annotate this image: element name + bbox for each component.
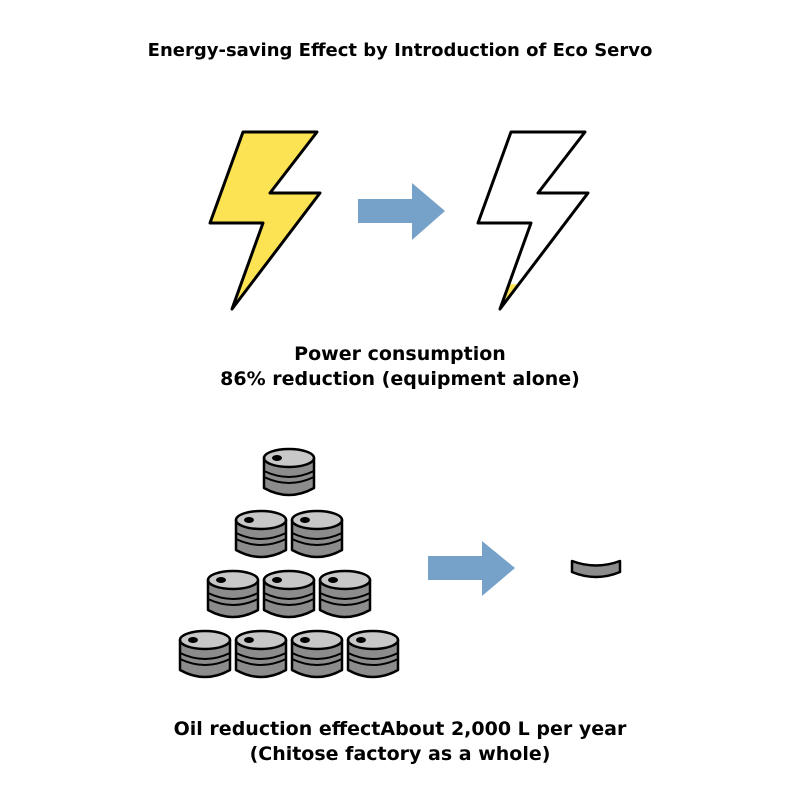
oil-barrels-before [178,447,400,679]
right-arrow-icon [428,541,515,596]
lightning-bolt-icon [208,130,322,311]
oil-caption: Oil reduction effectAbout 2,000 L per ye… [0,717,800,767]
oil-barrel-icon [262,569,316,619]
oil-barrel-icon [290,629,344,679]
power-caption-line1: Power consumption [294,343,506,365]
oil-barrel-icon [318,569,372,619]
power-caption: Power consumption 86% reduction (equipme… [0,342,800,392]
power-caption-line2: 86% reduction (equipment alone) [220,368,580,390]
page-title: Energy-saving Effect by Introduction of … [147,40,653,61]
oil-barrel-icon [234,629,288,679]
right-arrow-icon [358,183,445,240]
oil-barrel-icon [234,509,288,559]
oil-caption-line1: Oil reduction effectAbout 2,000 L per ye… [173,718,627,740]
oil-barrel-icon [206,569,260,619]
oil-barrel-icon [570,559,622,579]
oil-caption-line2: (Chitose factory as a whole) [249,743,551,765]
oil-barrel-icon [346,629,400,679]
lightning-bolt-icon [476,130,590,311]
oil-barrel-icon [290,509,344,559]
oil-barrel-icon [178,629,232,679]
oil-barrel-icon [262,447,316,497]
